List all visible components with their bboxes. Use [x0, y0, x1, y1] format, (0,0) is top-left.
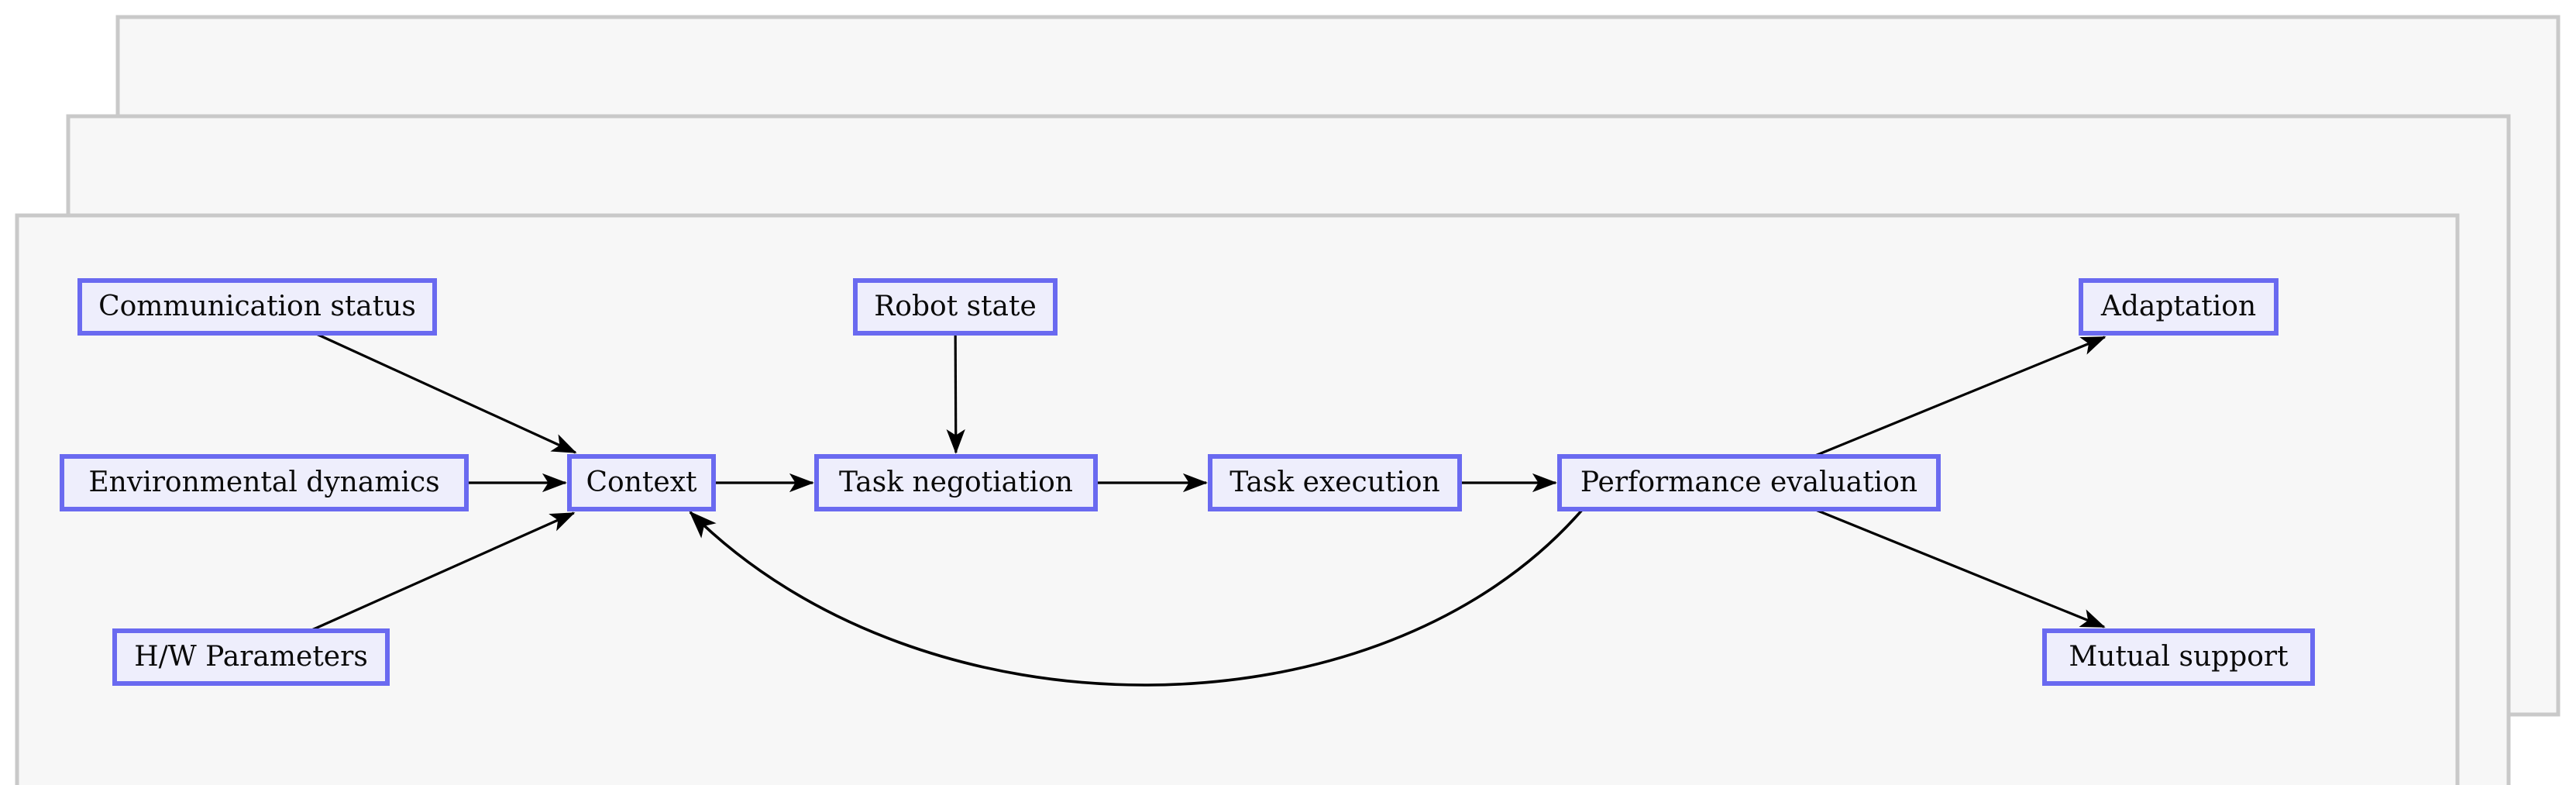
edge-robot-state-to-task-negotiation	[946, 332, 965, 454]
edge-performance-evaluation-to-adaptation	[1812, 336, 2107, 458]
node-box-environmental-dynamics[interactable]	[60, 454, 469, 511]
edge-hw-parameters-to-context	[309, 511, 576, 632]
node-label-robot-state: Robot state	[874, 291, 1037, 322]
node-communication-status[interactable]: Communication status	[77, 278, 437, 336]
node-box-communication-status[interactable]	[77, 278, 437, 336]
node-box-performance-evaluation[interactable]	[1557, 454, 1941, 511]
node-box-adaptation[interactable]	[2079, 278, 2279, 336]
node-label-task-execution: Task execution	[1230, 467, 1440, 498]
node-robot-state[interactable]: Robot state	[853, 278, 1058, 336]
node-label-task-negotiation: Task negotiation	[839, 467, 1073, 498]
node-label-communication-status: Communication status	[98, 291, 416, 322]
node-box-mutual-support[interactable]	[2042, 628, 2315, 686]
node-box-task-negotiation[interactable]	[814, 454, 1098, 511]
node-adaptation[interactable]: Adaptation	[2079, 278, 2279, 336]
edge-communication-status-to-context	[314, 332, 577, 454]
edge-layer	[309, 332, 2107, 687]
node-label-performance-evaluation: Performance evaluation	[1580, 467, 1917, 498]
node-context[interactable]: Context	[567, 454, 716, 511]
node-label-environmental-dynamics: Environmental dynamics	[88, 467, 439, 498]
node-environmental-dynamics[interactable]: Environmental dynamics	[60, 454, 469, 511]
node-box-context[interactable]	[567, 454, 716, 511]
node-label-context: Context	[586, 467, 697, 498]
node-box-hw-parameters[interactable]	[112, 628, 390, 686]
edge-performance-evaluation-to-context	[689, 508, 1584, 687]
edge-performance-evaluation-to-mutual-support	[1813, 508, 2106, 628]
node-label-hw-parameters: H/W Parameters	[134, 641, 368, 673]
node-box-task-execution[interactable]	[1208, 454, 1462, 511]
node-label-mutual-support: Mutual support	[2069, 641, 2289, 673]
node-mutual-support[interactable]: Mutual support	[2042, 628, 2315, 686]
node-label-adaptation: Adaptation	[2100, 291, 2256, 322]
node-hw-parameters[interactable]: H/W Parameters	[112, 628, 390, 686]
node-task-negotiation[interactable]: Task negotiation	[814, 454, 1098, 511]
node-task-execution[interactable]: Task execution	[1208, 454, 1462, 511]
node-performance-evaluation[interactable]: Performance evaluation	[1557, 454, 1941, 511]
node-box-robot-state[interactable]	[853, 278, 1058, 336]
